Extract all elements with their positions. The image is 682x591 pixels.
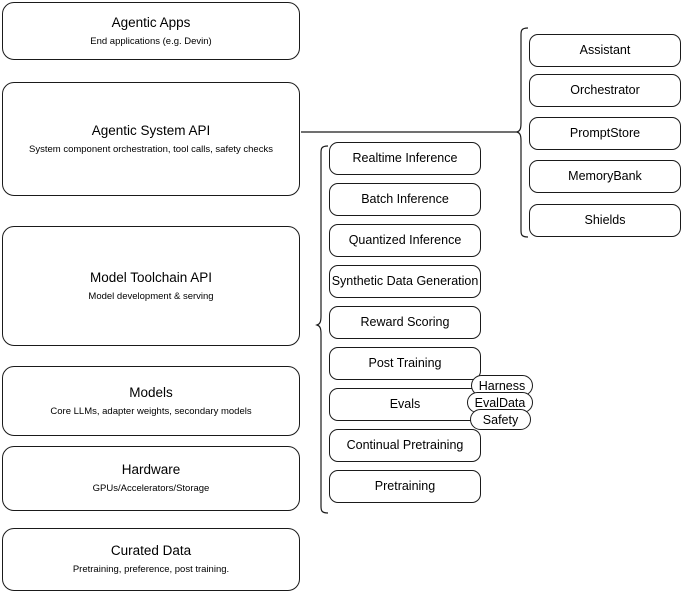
evals-subcomponent-label: EvalData [474,395,526,410]
layer-title: Agentic System API [91,122,211,138]
agentic-component-label: MemoryBank [568,168,642,183]
agentic-component-label: Assistant [579,42,631,57]
layer-title: Agentic Apps [111,14,191,30]
agentic-component-label: Orchestrator [570,82,640,97]
agentic-component-memorybank[interactable]: MemoryBank [529,160,681,193]
agentic-component-label: Shields [584,212,626,227]
capability-label: Pretraining [374,478,436,493]
bracket-toolchain-capabilities [315,145,329,514]
capability-label: Evals [389,396,421,411]
capability-label: Quantized Inference [348,232,462,247]
layer-subtitle: Pretraining, preference, post training. [72,564,230,575]
agentic-component-label: PromptStore [569,125,641,140]
capability-label: Realtime Inference [352,150,458,165]
capability-label: Post Training [368,355,442,370]
capability-reward-scoring[interactable]: Reward Scoring [329,306,481,339]
layer-subtitle: Core LLMs, adapter weights, secondary mo… [50,405,252,417]
agentic-component-assistant[interactable]: Assistant [529,34,681,67]
layer-curated-data[interactable]: Curated Data Pretraining, preference, po… [2,528,300,591]
capability-quantized-inference[interactable]: Quantized Inference [329,224,481,257]
layer-model-toolchain-api[interactable]: Model Toolchain API Model development & … [2,226,300,346]
capability-label: Batch Inference [361,191,449,206]
layer-title: Model Toolchain API [89,269,213,285]
layer-models[interactable]: Models Core LLMs, adapter weights, secon… [2,366,300,436]
capability-post-training[interactable]: Post Training [329,347,481,380]
layer-subtitle: End applications (e.g. Devin) [90,35,212,47]
agentic-component-orchestrator[interactable]: Orchestrator [529,74,681,107]
evals-subcomponent-label: Safety [482,412,519,427]
capability-label: Continual Pretraining [346,437,464,452]
layer-title: Curated Data [110,543,192,559]
layer-title: Hardware [121,462,181,478]
layer-agentic-apps[interactable]: Agentic Apps End applications (e.g. Devi… [2,2,300,60]
layer-subtitle: System component orchestration, tool cal… [29,143,273,155]
layer-hardware[interactable]: Hardware GPUs/Accelerators/Storage [2,446,300,511]
capability-batch-inference[interactable]: Batch Inference [329,183,481,216]
evals-subcomponent-label: Harness [478,378,526,393]
capability-synthetic-data-generation[interactable]: Synthetic Data Generation [329,265,481,298]
layer-title: Models [129,384,173,400]
evals-subcomponent-safety[interactable]: Safety [470,409,531,430]
agentic-component-promptstore[interactable]: PromptStore [529,117,681,150]
layer-subtitle: Model development & serving [88,290,214,302]
layer-subtitle: GPUs/Accelerators/Storage [92,483,210,494]
agentic-component-shields[interactable]: Shields [529,204,681,237]
capability-pretraining[interactable]: Pretraining [329,470,481,503]
capability-label: Synthetic Data Generation [331,273,479,288]
capability-evals[interactable]: Evals [329,388,481,421]
capability-continual-pretraining[interactable]: Continual Pretraining [329,429,481,462]
layer-agentic-system-api[interactable]: Agentic System API System component orch… [2,82,300,196]
bracket-agentic-system-components [515,27,529,238]
capability-realtime-inference[interactable]: Realtime Inference [329,142,481,175]
capability-label: Reward Scoring [360,314,450,329]
